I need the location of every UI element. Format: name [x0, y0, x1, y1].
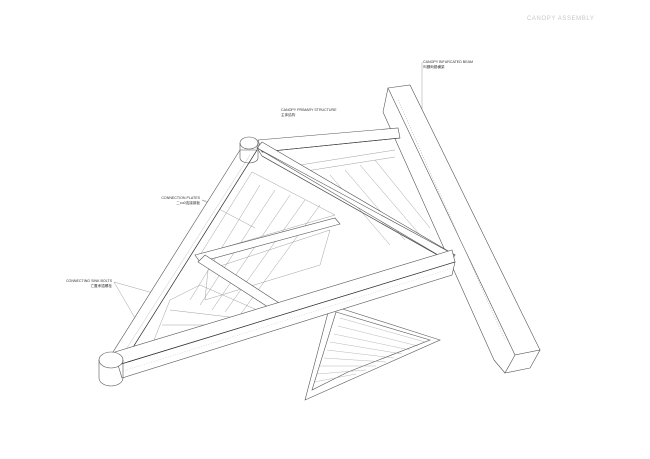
bottom-node — [98, 351, 124, 387]
bifurcated-beam — [382, 84, 541, 374]
label-connection-plates: CONNECTION PLATES 二cu0连接钢板 — [161, 196, 200, 205]
label-bifurcated-beam: CANOPY BIFURCATED BEAM 叫棚両翅横梁 — [423, 60, 473, 69]
label-connecting-sink-bolts: CONNECTING SINK BOLTS 亡置承插螺栓 — [65, 279, 112, 288]
sheet-title: CANOPY ASSEMBLY — [527, 16, 595, 22]
rear-beam — [257, 127, 401, 153]
lower-panel — [304, 304, 441, 401]
front-beam — [114, 249, 456, 379]
label-primary-structure: CANOPY PRIMARY STRUCTURE 主体结构 — [281, 108, 337, 117]
top-node — [239, 136, 259, 164]
